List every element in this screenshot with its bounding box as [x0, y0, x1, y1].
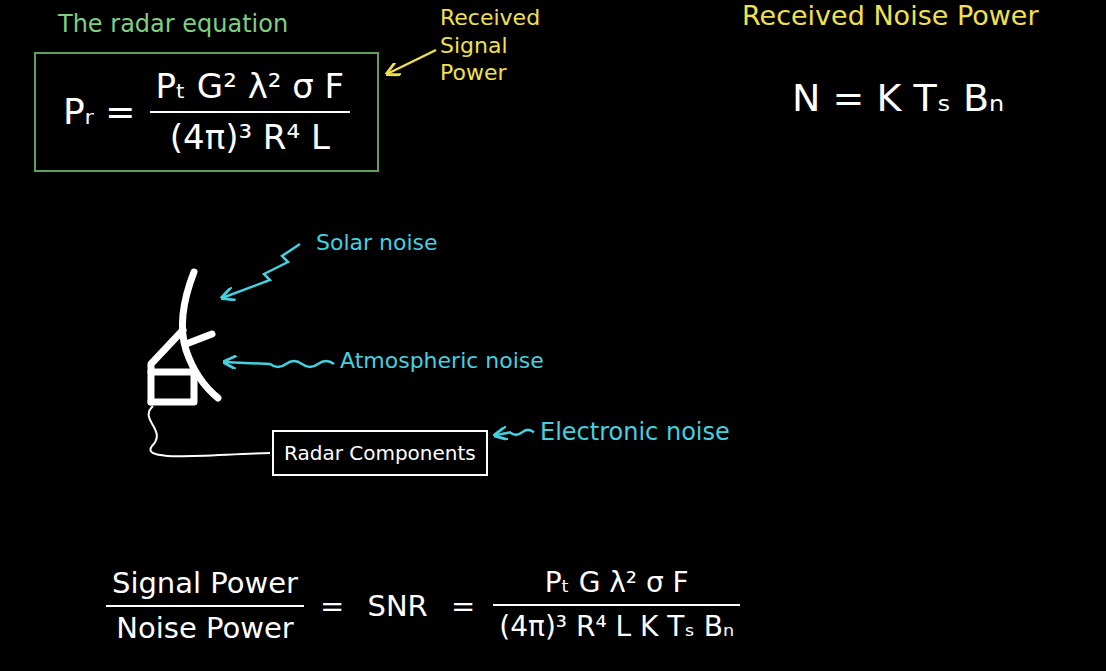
section-heading: Received Noise Power	[742, 0, 1039, 32]
ratio-denominator: Noise Power	[106, 607, 304, 646]
ratio-numerator: Signal Power	[106, 566, 304, 607]
noise-source: Atmospheric noise	[340, 348, 544, 374]
equation-title: The radar equation	[58, 10, 288, 39]
snr-equals: = SNR =	[320, 589, 475, 624]
component-box: Radar Components	[272, 430, 488, 476]
equation-denominator: (4π)³ R⁴ L	[150, 113, 351, 158]
noise-source: Electronic noise	[540, 418, 730, 447]
noise-arrow	[222, 244, 300, 298]
callout-label: Received Signal Power	[440, 4, 552, 87]
noise-equation: N = K Tₛ Bₙ	[792, 76, 1004, 122]
antenna-dish	[182, 272, 218, 398]
equation-numerator: Pₜ G² λ² σ F	[150, 66, 351, 113]
noise-arrow	[495, 430, 534, 436]
fraction: Pₜ G² λ² σ F(4π)³ R⁴ L	[150, 66, 351, 158]
equation-term: Pᵣ =	[63, 90, 136, 133]
leader-arrow	[387, 50, 436, 74]
fraction: Pₜ G λ² σ F(4π)³ R⁴ L K Tₛ Bₙ	[493, 566, 740, 643]
fraction: Signal PowerNoise Power	[106, 566, 304, 646]
equation-box: The radar equationPᵣ =Pₜ G² λ² σ F(4π)³ …	[34, 52, 379, 172]
antenna-base	[151, 372, 194, 402]
antenna-mast	[151, 330, 183, 402]
antenna-drawing	[151, 272, 218, 402]
antenna-feed	[186, 334, 212, 344]
noise-source: Solar noise	[316, 230, 438, 256]
cable-wire	[149, 406, 270, 456]
snr-denominator: (4π)³ R⁴ L K Tₛ Bₙ	[493, 606, 740, 644]
snr-numerator: Pₜ G λ² σ F	[493, 566, 740, 606]
component-label: Radar Components	[284, 441, 476, 465]
noise-arrow	[224, 361, 334, 367]
